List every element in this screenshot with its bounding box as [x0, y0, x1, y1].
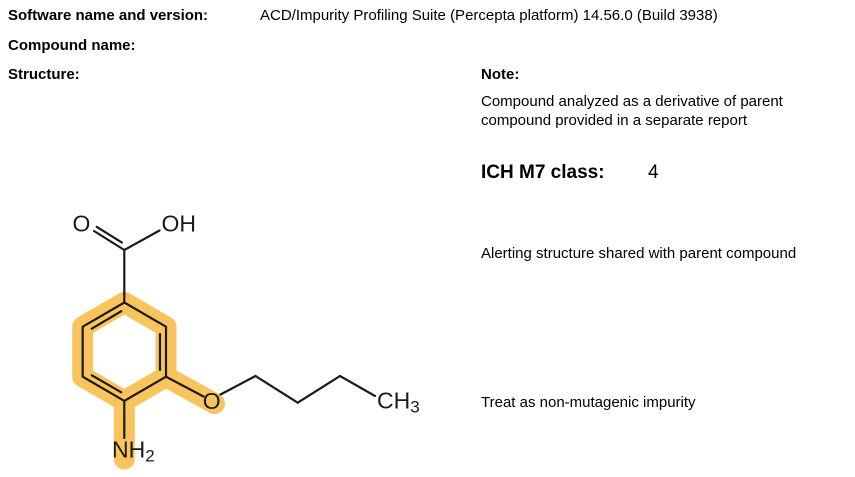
alerting-structure-text: Alerting structure shared with parent co…	[481, 245, 797, 262]
methyl-label-main: CH	[377, 388, 410, 414]
ring-double-bond-bottomleft	[90, 374, 123, 394]
structure-label: Structure:	[8, 66, 80, 83]
bonds	[81, 225, 377, 440]
note-label: Note:	[481, 66, 520, 83]
amine-label-main: NH	[112, 437, 145, 463]
amine-label-subscript: 2	[145, 447, 154, 466]
carbonyl-double-bond-2	[95, 225, 124, 244]
chain-bond-2	[254, 374, 299, 404]
treat-as-text: Treat as non-mutagenic impurity	[481, 394, 696, 411]
note-line-2: compound provided in a separate report	[481, 112, 748, 129]
chain-bond-1	[219, 374, 257, 396]
software-version-value: ACD/Impurity Profiling Suite (Percepta p…	[260, 7, 718, 24]
hydroxyl-label: OH	[162, 211, 197, 237]
chain-bond-3	[296, 374, 342, 404]
ich-m7-class-value: 4	[648, 162, 659, 183]
amine-label: NH2	[112, 437, 155, 466]
compound-name-label: Compound name:	[8, 37, 136, 54]
software-version-label: Software name and version:	[8, 7, 209, 24]
carbonyl-oxygen-label: O	[73, 211, 91, 237]
note-line-1: Compound analyzed as a derivative of par…	[481, 93, 783, 110]
carboxyl-to-hydroxyl-bond	[123, 229, 161, 252]
methyl-label: CH3	[377, 388, 420, 417]
ring-to-ether-oxygen-bond	[164, 375, 205, 398]
ring-double-bond-topleft	[90, 310, 123, 330]
atom-labels: O OH O NH2 CH3	[73, 211, 420, 466]
chain-bond-4	[338, 374, 377, 398]
ich-m7-class-label: ICH M7 class:	[481, 162, 605, 183]
methyl-label-subscript: 3	[410, 398, 419, 417]
ether-oxygen-label: O	[203, 388, 221, 414]
carbonyl-double-bond-1	[92, 229, 126, 252]
highlight-benzene-ring	[72, 292, 177, 412]
